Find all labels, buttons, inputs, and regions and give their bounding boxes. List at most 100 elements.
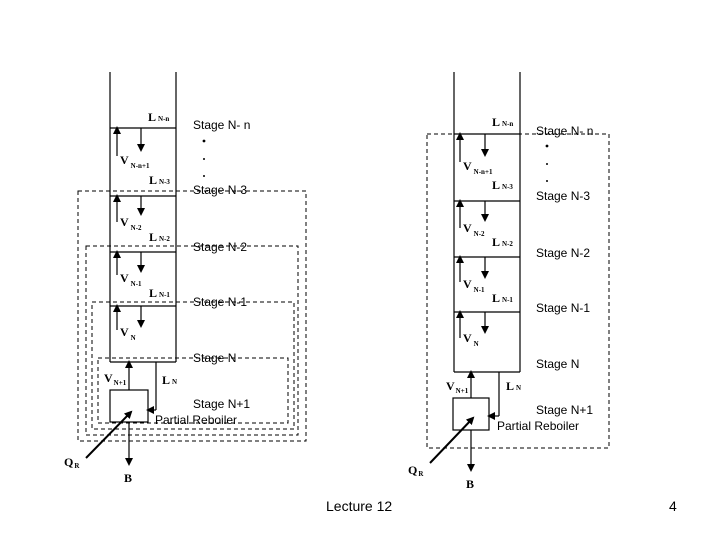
- right-label-q-r: Q: [408, 463, 417, 477]
- svg-text:VN: VN: [120, 325, 136, 342]
- right-stage-labels: Stage N- n Stage N-3 Stage N-2 Stage N-1…: [497, 124, 593, 433]
- right-envelope: [426, 133, 610, 449]
- svg-text:LN-n: LN-n: [492, 115, 513, 129]
- right-label-v-nn1: V: [463, 159, 472, 173]
- left-stage-labels: Stage N- n Stage N-3 Stage N-2 Stage N-1…: [155, 118, 250, 427]
- svg-text:QR: QR: [408, 463, 424, 478]
- left-stage-label-reboiler: Stage N+1: [193, 397, 250, 411]
- left-label-l-n2-sub: N-2: [159, 235, 170, 243]
- left-continuation-dots: [202, 139, 206, 177]
- right-label-v-np1-sub: N+1: [456, 387, 469, 395]
- svg-text:LN-3: LN-3: [149, 173, 170, 187]
- left-label-v-n-sub: N: [131, 334, 136, 342]
- right-label-l-n3-sub: N-3: [502, 183, 513, 191]
- left-reboiler-name: Partial Reboiler: [155, 413, 237, 427]
- left-dot-2: [203, 158, 205, 160]
- right-label-v-n1-sub: N-1: [474, 286, 485, 294]
- right-stage-label-n: Stage N- n: [536, 124, 593, 138]
- left-label-l-n1-sub: N-1: [159, 291, 170, 299]
- right-label-v-n2-sub: N-2: [474, 230, 485, 238]
- right-label-l-nn-sub: N-n: [502, 120, 513, 128]
- left-column: [77, 72, 307, 466]
- right-label-l-n2: L: [492, 235, 500, 249]
- right-label-v-n2: V: [463, 221, 472, 235]
- left-envelope-n: [97, 357, 289, 424]
- left-label-l-nn: L: [148, 110, 156, 124]
- svg-text:LN-1: LN-1: [149, 286, 170, 300]
- right-label-l-n1-sub: N-1: [502, 296, 513, 304]
- left-label-v-nn1-sub: N-n+1: [131, 162, 150, 170]
- right-label-q-r-sub: R: [418, 470, 424, 478]
- left-envelope-n1: [91, 301, 295, 430]
- left-dot-1: [202, 139, 206, 143]
- left-envelope-n3: [77, 190, 307, 442]
- left-label-v-nn1: V: [120, 153, 129, 167]
- right-reboiler: [452, 397, 490, 431]
- left-stage-label-n3: Stage N-3: [193, 183, 247, 197]
- left-stage-label-n: Stage N- n: [193, 118, 250, 132]
- right-label-v-n-sub: N: [474, 340, 479, 348]
- svg-text:LN-n: LN-n: [148, 110, 169, 124]
- right-label-v-n: V: [463, 331, 472, 345]
- left-label-b: B: [124, 471, 132, 485]
- svg-text:LN-2: LN-2: [149, 230, 170, 244]
- right-label-l-n1: L: [492, 291, 500, 305]
- right-label-v-n1: V: [463, 277, 472, 291]
- svg-text:VN-n+1: VN-n+1: [463, 159, 493, 176]
- right-label-v-np1: V: [446, 379, 455, 393]
- svg-text:QR: QR: [64, 455, 80, 470]
- right-stage-label-stage-n: Stage N: [536, 357, 579, 371]
- right-arrow-heat: [429, 416, 475, 464]
- left-label-v-np1: V: [104, 371, 113, 385]
- right-label-l-n-sub: N: [516, 384, 521, 392]
- right-dot-1: [545, 144, 549, 148]
- svg-text:VN-2: VN-2: [120, 215, 142, 232]
- left-label-q-r: Q: [64, 455, 73, 469]
- left-label-l-n1: L: [149, 286, 157, 300]
- left-stage-label-n2: Stage N-2: [193, 240, 247, 254]
- svg-text:VN+1: VN+1: [104, 371, 127, 387]
- svg-text:LN-2: LN-2: [492, 235, 513, 249]
- right-label-l-nn: L: [492, 115, 500, 129]
- right-stage-label-n3: Stage N-3: [536, 189, 590, 203]
- left-label-l-n2: L: [149, 230, 157, 244]
- left-envelope-n2: [85, 245, 299, 436]
- right-dot-3: [546, 180, 548, 182]
- right-continuation-dots: [545, 144, 549, 182]
- right-stage-label-n2: Stage N-2: [536, 246, 590, 260]
- svg-text:VN-1: VN-1: [120, 271, 142, 288]
- svg-text:VN-2: VN-2: [463, 221, 485, 238]
- right-stage-label-n1: Stage N-1: [536, 301, 590, 315]
- left-label-v-n1: V: [120, 271, 129, 285]
- svg-text:VN-n+1: VN-n+1: [120, 153, 150, 170]
- left-label-l-n-sub: N: [172, 378, 177, 386]
- left-dot-3: [203, 175, 205, 177]
- svg-text:VN-1: VN-1: [463, 277, 485, 294]
- right-dot-2: [546, 163, 548, 165]
- right-label-l-n2-sub: N-2: [502, 240, 513, 248]
- left-reboiler: [109, 389, 149, 423]
- left-envelopes: [77, 190, 307, 442]
- right-column: [426, 72, 610, 472]
- left-stage-label-n1: Stage N-1: [193, 295, 247, 309]
- left-label-l-n: L: [162, 373, 170, 387]
- left-label-v-n: V: [120, 325, 129, 339]
- left-label-l-n3-sub: N-3: [159, 178, 170, 186]
- svg-text:VN: VN: [463, 331, 479, 348]
- right-stage-label-reboiler: Stage N+1: [536, 403, 593, 417]
- left-label-v-n1-sub: N-1: [131, 280, 142, 288]
- left-label-v-n2-sub: N-2: [131, 224, 142, 232]
- svg-text:LN-1: LN-1: [492, 291, 513, 305]
- footer-lecture: Lecture 12: [326, 498, 393, 514]
- svg-text:LN: LN: [162, 373, 177, 387]
- right-label-l-n3: L: [492, 178, 500, 192]
- left-label-l-n3: L: [149, 173, 157, 187]
- right-reboiler-name: Partial Reboiler: [497, 419, 579, 433]
- left-stage-label-stage-n: Stage N: [193, 351, 236, 365]
- left-arrow-heat: [85, 410, 133, 459]
- left-label-v-np1-sub: N+1: [114, 379, 127, 387]
